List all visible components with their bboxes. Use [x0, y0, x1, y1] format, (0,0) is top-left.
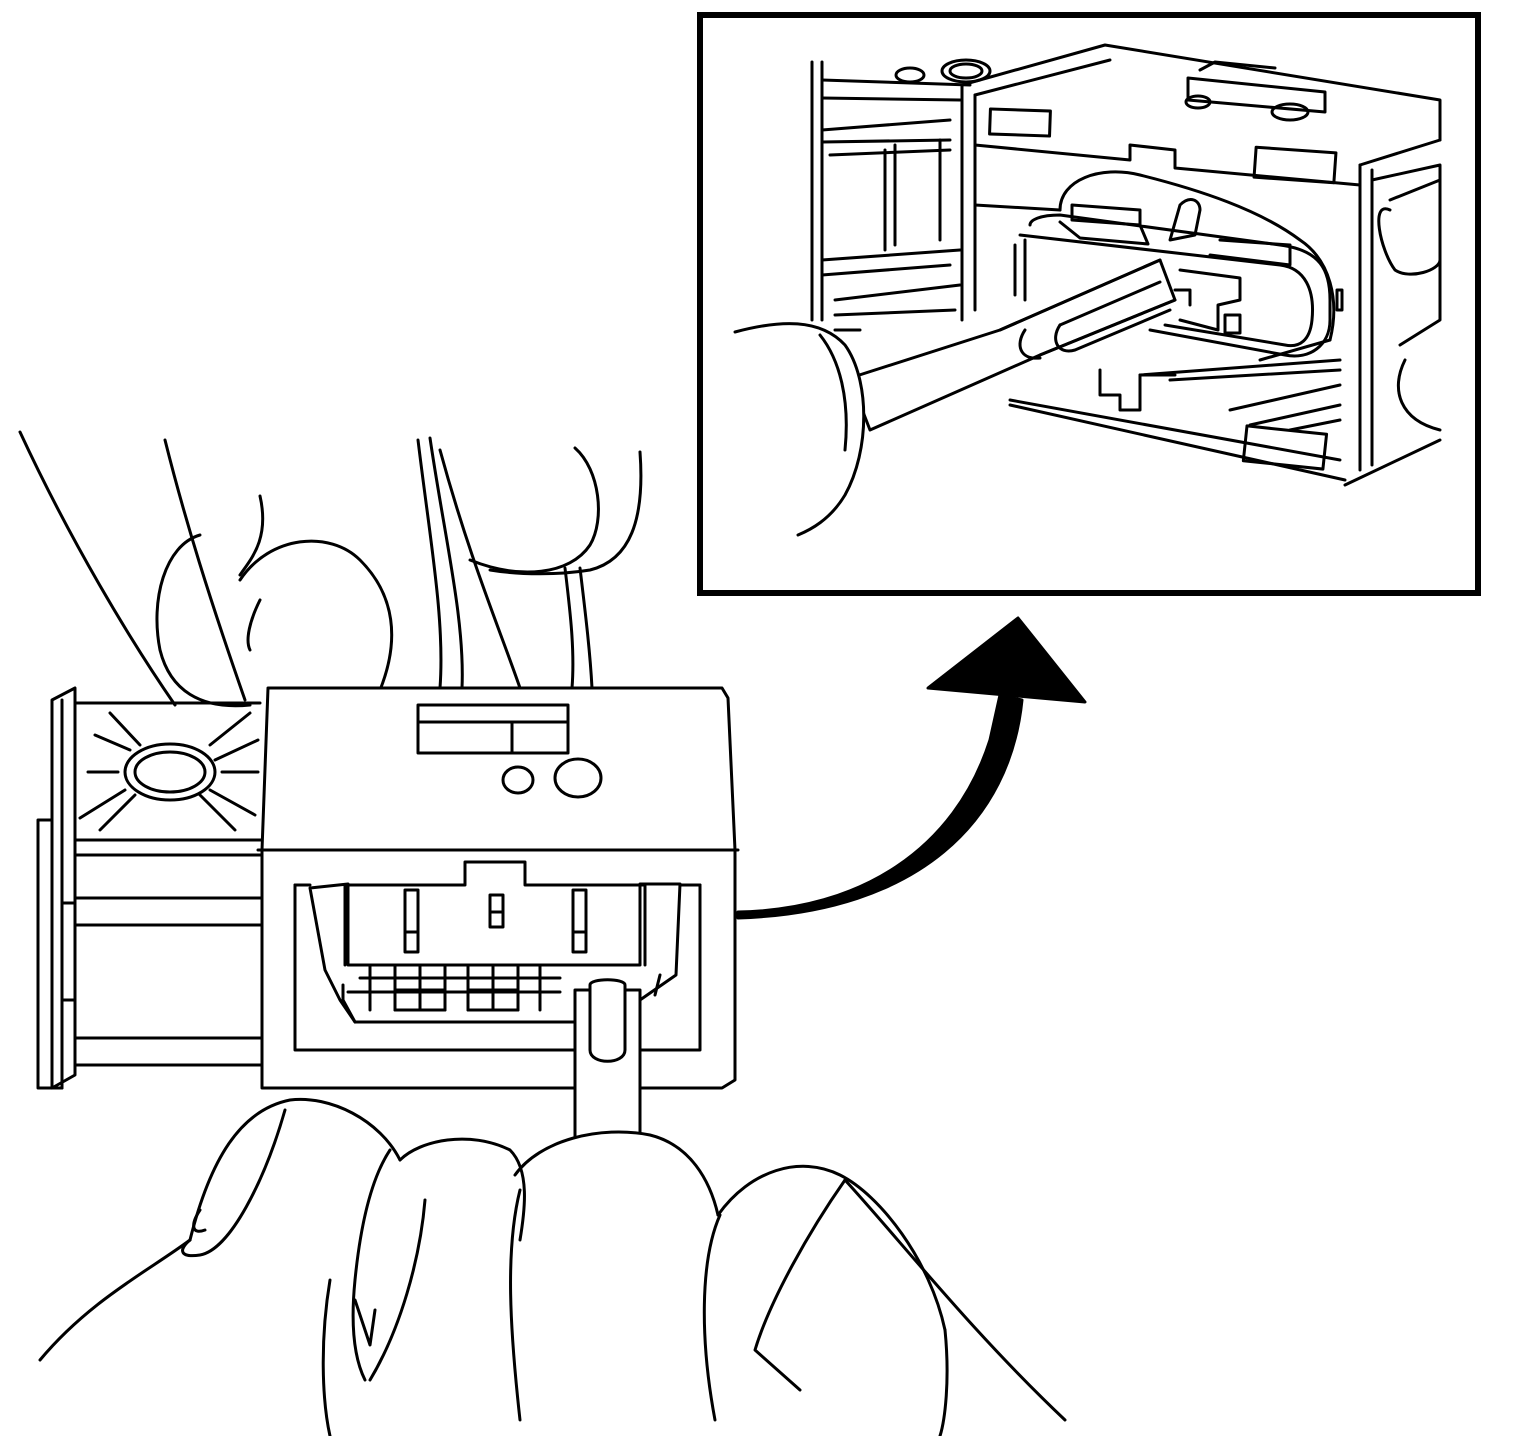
lower-hand	[38, 1097, 1067, 1436]
release-tool	[573, 978, 642, 1142]
top-label-window	[416, 703, 570, 755]
connector-main-body	[256, 686, 740, 1090]
inset-detail	[697, 12, 1481, 596]
upper-thumb	[468, 446, 643, 576]
wire-bundle	[416, 436, 594, 690]
callout-arrow	[736, 616, 1087, 920]
upper-hand	[18, 430, 394, 708]
connector-left-section	[36, 686, 267, 1090]
